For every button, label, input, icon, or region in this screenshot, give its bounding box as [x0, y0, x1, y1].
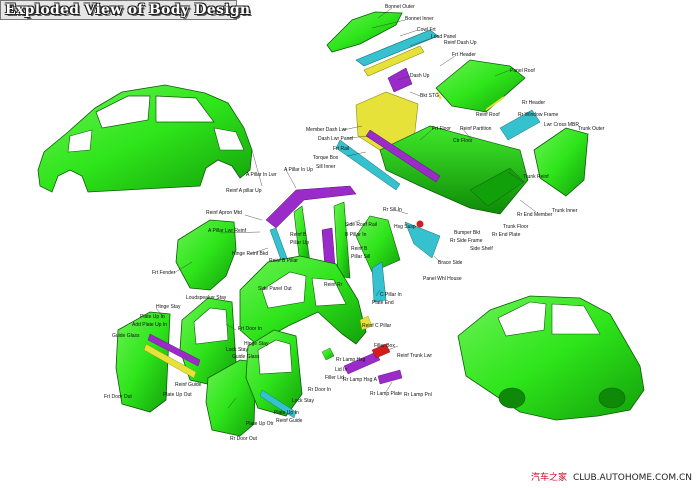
part-label: Rr Lamp Plate — [370, 391, 402, 397]
leader-lines — [155, 7, 537, 409]
part-label: Reinf Dash Up — [444, 40, 477, 46]
part-label: Bonnet Inner — [405, 16, 434, 22]
part-label: Panel Whl House — [423, 276, 462, 282]
part-label: Panel Roof — [510, 68, 535, 74]
part-label: Dash Up — [410, 73, 430, 79]
part-label: Reinf B Pillar — [269, 258, 298, 264]
part-label: Rr Door Out — [230, 436, 257, 442]
part-label: Plate Up Out — [163, 392, 192, 398]
part-label: Pillar Up — [290, 240, 309, 246]
part-label: Reinf A pillar Up — [226, 188, 262, 194]
part-label: Trunk Outer — [578, 126, 605, 132]
part-label: Reinf Guide — [276, 418, 303, 424]
part-label: Guide Glass — [112, 333, 140, 339]
part-label: Plate End — [372, 300, 394, 306]
part-label: Brace Side — [438, 260, 463, 266]
part-label: Frt Fender — [152, 270, 176, 276]
part-label: Trunk Floor — [503, 224, 529, 230]
part-label: Rr End Plate — [492, 232, 521, 238]
part-label: Side Roof Rail — [345, 222, 377, 228]
part-label: Bumper Bkt — [454, 230, 481, 236]
part-label: Rr Lamp Hsg — [336, 357, 366, 363]
part-label: Bkt STG — [420, 93, 439, 99]
site-watermark: 汽车之家 CLUB.AUTOHOME.COM.CN — [531, 470, 692, 483]
part-label: A Pillar In Up — [284, 167, 313, 173]
part-label: Cowl Frt — [417, 27, 436, 33]
part-label: Bonnet Outer — [385, 4, 415, 10]
part-label: Hinge Stay — [156, 304, 181, 310]
part-label: Pillar Sill — [351, 254, 371, 260]
finished-body-right — [457, 295, 645, 421]
part-label: Reinf Apron Mtd — [206, 210, 242, 216]
part-label: Hinge Stay — [244, 341, 269, 347]
part-label: A Pillar Lwr Reinf — [208, 228, 247, 234]
body-in-white-left — [37, 84, 253, 193]
watermark-url: CLUB.AUTOHOME.COM.CN — [573, 473, 692, 483]
part-label: Frt Door Out — [104, 394, 132, 400]
part-label: Reinf Rr — [324, 282, 343, 288]
part-label: Reinf C Pillar — [362, 323, 392, 329]
part-label: Reinf Roof — [476, 112, 500, 118]
part-label: Reinf Trunk Lwr — [397, 353, 433, 359]
bonnet — [326, 11, 403, 53]
front-fender — [175, 219, 237, 291]
part-label: Rr Sill In — [383, 207, 402, 213]
part-label: Side Panel Out — [258, 286, 292, 292]
part-label: Lid In — [335, 367, 348, 373]
part-label: Trunk Inner — [552, 208, 578, 214]
part-label: Ctr Floor — [453, 138, 473, 144]
part-label: Sill Inner — [316, 164, 336, 170]
floor-assembly — [335, 91, 541, 215]
part-label: Plate Up Otr — [246, 421, 274, 427]
part-label: Rr Lamp Hsg A — [343, 377, 377, 383]
part-label: Rr Header — [522, 100, 546, 106]
part-label: Frt Rail — [333, 146, 350, 152]
part-label: Lock Stay — [292, 398, 314, 404]
part-label: Load Panel — [431, 34, 457, 40]
part-label: Rr End Member — [517, 212, 553, 218]
part-label: Rr Side Frame — [450, 238, 483, 244]
part-label: Plate Up In — [274, 410, 299, 416]
part-label: Reinf Partition — [460, 126, 492, 132]
part-label: Frt Floor — [432, 126, 451, 132]
part-label: Lock Stay — [226, 347, 248, 353]
part-label: Hsg Susp — [394, 224, 416, 230]
watermark-cn: 汽车之家 — [531, 473, 568, 483]
part-label: Member Dash Lwr — [306, 127, 347, 133]
part-label: Lwr Cross MBR — [544, 122, 580, 128]
part-label: Rr Lamp Pnl — [404, 392, 432, 398]
part-label: Plate Up In — [140, 314, 165, 320]
part-label: Reinf B — [351, 246, 368, 252]
part-label: Hinge Reinf Bkd — [232, 251, 269, 257]
part-label: Reinf B — [290, 232, 307, 238]
rear-small-parts — [321, 315, 403, 385]
part-label: Frt Header — [452, 52, 476, 58]
part-label: Filler Lid — [325, 375, 344, 381]
part-label: Side Shelf — [470, 246, 493, 252]
part-label: Filler Box — [374, 343, 395, 349]
front-door — [115, 297, 237, 413]
title-banner: Exploded View of Body Design — [0, 0, 250, 20]
part-label: Guide Glass — [232, 354, 260, 360]
part-label: Loudspeaker Stay — [186, 295, 227, 301]
part-label: Add Plate Up In — [132, 322, 168, 328]
part-label: Rr Door In — [308, 387, 332, 393]
part-label: Rr Window Frame — [518, 112, 559, 118]
trunk-lid — [533, 127, 589, 197]
part-label: Dash Lwr Panel — [318, 136, 354, 142]
rear-door — [205, 329, 303, 437]
part-label: Trunk Reinf — [523, 174, 549, 180]
part-label: Torque Box — [313, 155, 339, 161]
part-label: Reinf Guide — [175, 382, 202, 388]
diagram-title: Exploded View of Body Design — [5, 2, 251, 18]
side-panel-outer — [239, 255, 367, 345]
part-label: A Pillar In Lwr — [246, 172, 277, 178]
part-label: B Pillar In — [345, 232, 367, 238]
part-label: Frt Door In — [238, 326, 262, 332]
cowl-dash-upper — [355, 29, 439, 93]
part-label: C Pillar In — [380, 292, 402, 298]
